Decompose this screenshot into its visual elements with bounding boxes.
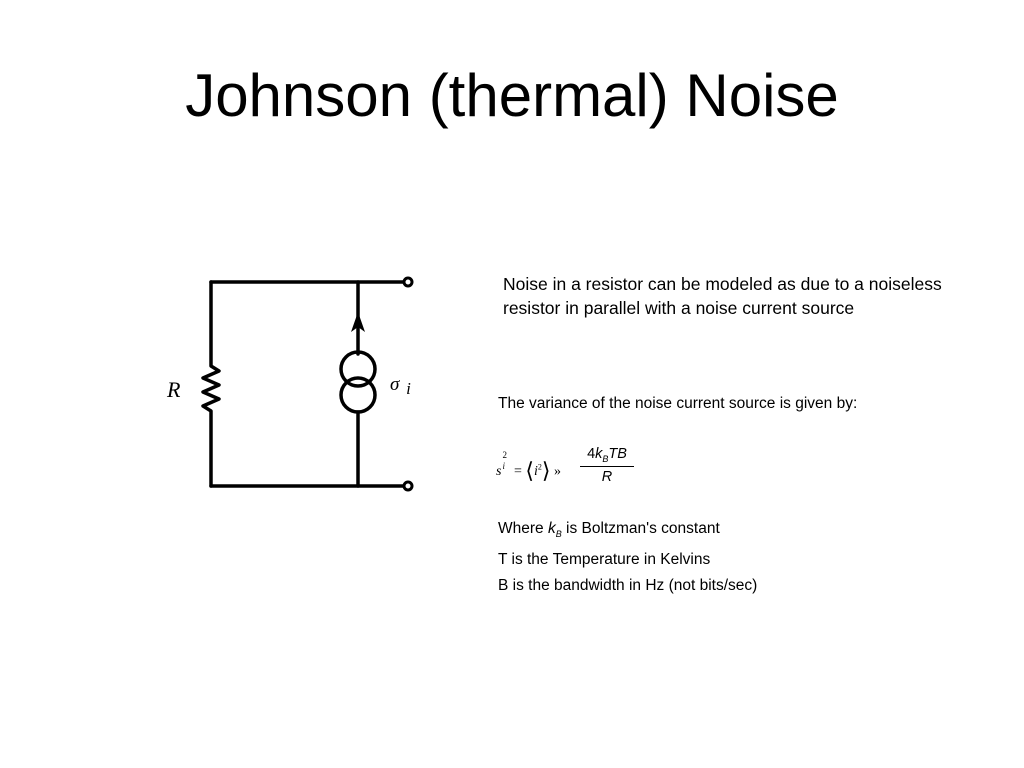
source-label-symbol: σ [390, 374, 400, 395]
circuit-diagram: R σ i [166, 276, 414, 492]
intro-text: Noise in a resistor can be modeled as du… [503, 274, 942, 318]
eq-equals: = [513, 464, 522, 479]
eq-denominator: R [601, 468, 613, 485]
eq-angle-open: ⟨ [525, 458, 534, 483]
def-prefix: Where [498, 520, 548, 537]
eq-numerator: 4kBTB [580, 446, 634, 467]
resistor-label: R [166, 377, 181, 402]
eq-num-rest: TB [608, 446, 627, 462]
eq-num-coeff: 4 [587, 446, 596, 462]
noise-source-lower-circle [339, 376, 377, 414]
eq-fraction: 4kBTB R [580, 446, 634, 485]
definition-bandwidth: B is the bandwidth in Hz (not bits/sec) [498, 577, 758, 595]
definition-boltzmann: Where kB is Boltzman's constant [498, 516, 978, 547]
variance-text: The variance of the noise current source… [498, 395, 858, 412]
eq-num-k: k [595, 446, 603, 462]
noise-source-upper-circle [339, 350, 377, 388]
source-label-subscript: i [406, 379, 411, 398]
slide-title: Johnson (thermal) Noise [185, 62, 839, 129]
eq-angle-close: ⟩ [541, 458, 551, 483]
definitions-list: Where kB is Boltzman's constant T is the… [498, 516, 978, 599]
def-k-subscript: B [555, 529, 562, 540]
top-terminal [402, 276, 414, 288]
source-label: σ i [390, 374, 411, 398]
eq-superscript: 2 [502, 450, 507, 460]
eq-approx: » [553, 464, 561, 479]
current-arrow [351, 312, 365, 332]
eq-mean-symbol: i2 [533, 462, 542, 479]
def-suffix: is Boltzman's constant [561, 520, 720, 537]
eq-mean-superscript: 2 [537, 462, 542, 472]
eq-num-k-subscript: B [602, 453, 609, 464]
def-kb: kB [547, 520, 562, 540]
def-k: k [547, 520, 556, 537]
eq-symbol: s [496, 464, 502, 479]
resistor-symbol [201, 280, 221, 488]
definition-temperature: T is the Temperature in Kelvins [498, 551, 711, 569]
eq-mean-letter: i [533, 464, 538, 479]
bottom-terminal [402, 480, 414, 492]
eq-subscript: i [502, 461, 505, 471]
